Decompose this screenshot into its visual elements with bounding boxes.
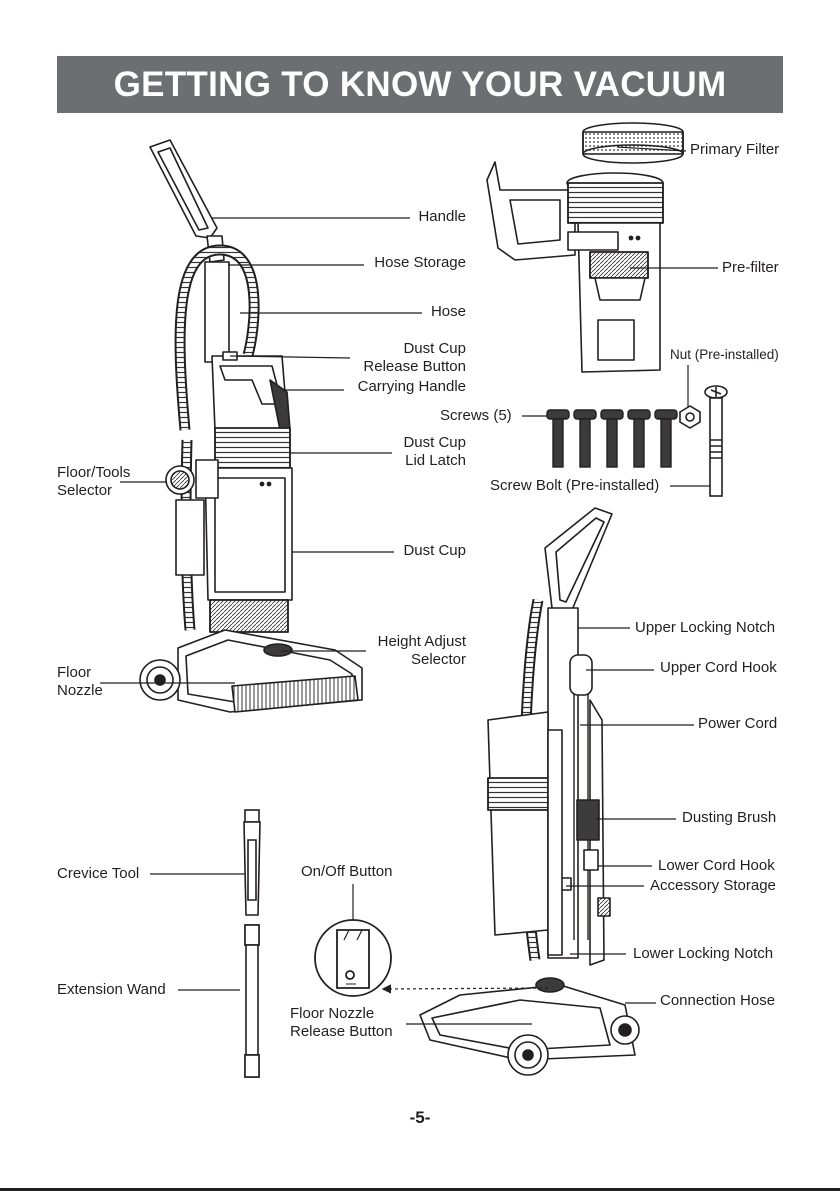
- label-handle: Handle: [418, 208, 466, 225]
- label-hose-storage: Hose Storage: [374, 254, 466, 271]
- label-lower-cord-hook: Lower Cord Hook: [658, 857, 775, 874]
- extension-wand-illustration: [244, 924, 260, 1078]
- label-floor-tools-selector-line1: Floor/Tools: [57, 464, 131, 481]
- label-dust-cup: Dust Cup: [403, 542, 466, 559]
- label-nut: Nut (Pre-installed): [670, 347, 779, 362]
- label-height-adjust-line1: Height Adjust: [377, 633, 466, 650]
- label-primary-filter: Primary Filter: [690, 141, 780, 158]
- label-lower-locking-notch: Lower Locking Notch: [633, 945, 774, 962]
- screws-illustration: [546, 409, 678, 468]
- label-extension-wand: Extension Wand: [57, 981, 166, 998]
- label-height-adjust-line2: Selector: [410, 651, 466, 668]
- label-floor-nozzle-release-line1: Floor Nozzle: [290, 1005, 375, 1022]
- on-off-button-callout: [314, 919, 392, 997]
- label-dust-cup-lid-latch-line2: Lid Latch: [405, 452, 466, 469]
- label-hose: Hose: [430, 303, 466, 320]
- label-screws: Screws (5): [440, 407, 512, 424]
- label-accessory-storage: Accessory Storage: [650, 877, 776, 894]
- label-dust-cup-release-line1: Dust Cup: [403, 340, 466, 357]
- label-floor-nozzle-release-line2: Release Button: [290, 1023, 393, 1040]
- label-screw-bolt: Screw Bolt (Pre-installed): [490, 477, 660, 494]
- page-title: GETTING TO KNOW YOUR VACUUM: [113, 64, 727, 104]
- upright-vacuum-illustration: [139, 139, 363, 713]
- label-dust-cup-lid-latch-line1: Dust Cup: [403, 434, 466, 451]
- back-view-vacuum-illustration: [419, 507, 640, 1076]
- label-crevice-tool: Crevice Tool: [57, 865, 140, 882]
- label-dusting-brush: Dusting Brush: [682, 809, 777, 826]
- label-floor-nozzle-line2: Nozzle: [57, 682, 103, 699]
- title-banner: GETTING TO KNOW YOUR VACUUM: [57, 56, 783, 113]
- label-connection-hose: Connection Hose: [660, 992, 776, 1009]
- dust-cup-assembly-illustration: [486, 122, 684, 373]
- nut-illustration: [679, 405, 701, 429]
- screw-bolt-illustration: [704, 385, 728, 497]
- label-dust-cup-release-line2: Release Button: [363, 358, 466, 375]
- label-upper-locking-notch: Upper Locking Notch: [635, 619, 776, 636]
- label-carrying-handle: Carrying Handle: [357, 378, 466, 395]
- label-floor-nozzle-line1: Floor: [57, 664, 92, 681]
- label-on-off-button: On/Off Button: [301, 863, 393, 880]
- page-number: -5-: [409, 1108, 431, 1127]
- crevice-tool-illustration: [243, 809, 261, 916]
- label-pre-filter: Pre-filter: [722, 259, 779, 276]
- label-upper-cord-hook: Upper Cord Hook: [660, 659, 777, 676]
- label-power-cord: Power Cord: [698, 715, 778, 732]
- bottom-divider: [0, 1188, 840, 1191]
- leader-lines: [100, 146, 718, 1025]
- label-floor-tools-selector-line2: Selector: [57, 482, 113, 499]
